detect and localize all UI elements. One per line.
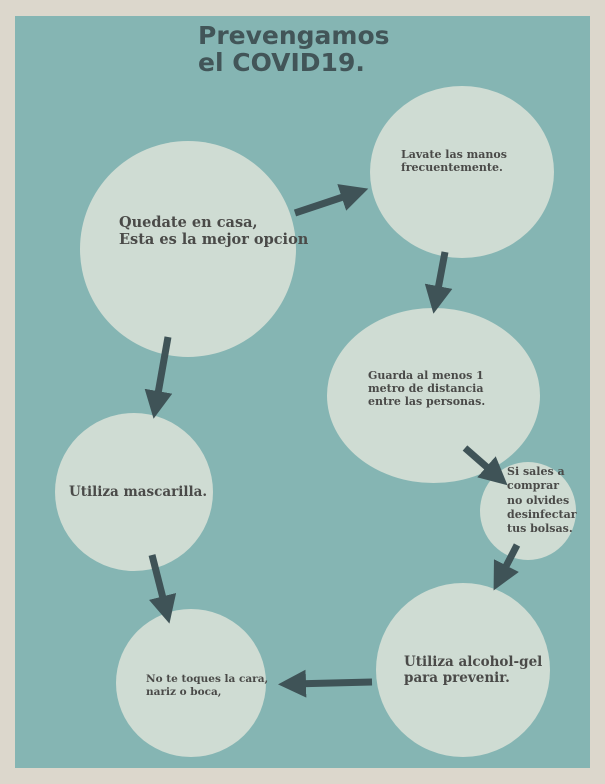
text-line: Quedate en casa, xyxy=(119,214,258,231)
arrow-stay-to-wash xyxy=(293,184,369,217)
arrow-alcohol-to-face xyxy=(278,669,373,698)
step-mask: Utiliza mascarilla. xyxy=(69,484,207,500)
text-line: Utiliza alcohol-gel xyxy=(404,654,543,670)
text-line: comprar xyxy=(507,479,560,493)
text-line: Si sales a xyxy=(507,465,565,478)
arrow-wash-to-distance xyxy=(424,251,453,314)
arrow-stay-to-mask xyxy=(144,336,173,419)
text-line: nariz o boca, xyxy=(146,685,222,698)
text-line: metro de distancia xyxy=(368,382,484,396)
circle-no-touch-face xyxy=(116,609,266,757)
circle-mask xyxy=(55,413,213,571)
text-line: desinfectar xyxy=(507,507,577,521)
arrow-distance-to-bags xyxy=(462,445,508,486)
text-line: No te toques la cara, xyxy=(146,673,269,685)
poster-title: Prevengamos el COVID19. xyxy=(198,22,390,76)
step-no-touch-face: No te toques la cara, nariz o boca, xyxy=(146,673,268,698)
step-distance: Guarda al menos 1 metro de distancia ent… xyxy=(368,369,485,409)
text-line: Utiliza mascarilla. xyxy=(69,484,208,500)
arrow-bags-to-alcohol xyxy=(493,543,521,591)
circle-alcohol-gel xyxy=(376,583,550,757)
circle-wash-hands xyxy=(370,86,554,258)
text-line: Guarda al menos 1 xyxy=(368,369,484,382)
title-line-2: el COVID19. xyxy=(198,48,365,77)
text-line: Lavate las manos xyxy=(401,148,507,161)
step-disinfect-bags: Si sales a comprar no olvides desinfecta… xyxy=(507,465,577,536)
text-line: frecuentemente. xyxy=(401,161,503,175)
circle-stay-home xyxy=(80,141,296,357)
text-line: tus bolsas. xyxy=(507,522,573,536)
title-line-1: Prevengamos xyxy=(198,21,390,50)
step-wash-hands: Lavate las manos frecuentemente. xyxy=(401,148,507,174)
step-alcohol-gel: Utiliza alcohol-gel para prevenir. xyxy=(404,654,542,686)
text-line: para prevenir. xyxy=(404,670,510,687)
text-line: entre las personas. xyxy=(368,395,486,409)
text-line: no olvides xyxy=(507,493,570,507)
arrow-mask-to-face xyxy=(148,554,177,624)
circle-distance xyxy=(327,308,540,483)
text-line: Esta es la mejor opcion xyxy=(119,231,309,249)
step-stay-home: Quedate en casa, Esta es la mejor opcion xyxy=(119,214,308,249)
